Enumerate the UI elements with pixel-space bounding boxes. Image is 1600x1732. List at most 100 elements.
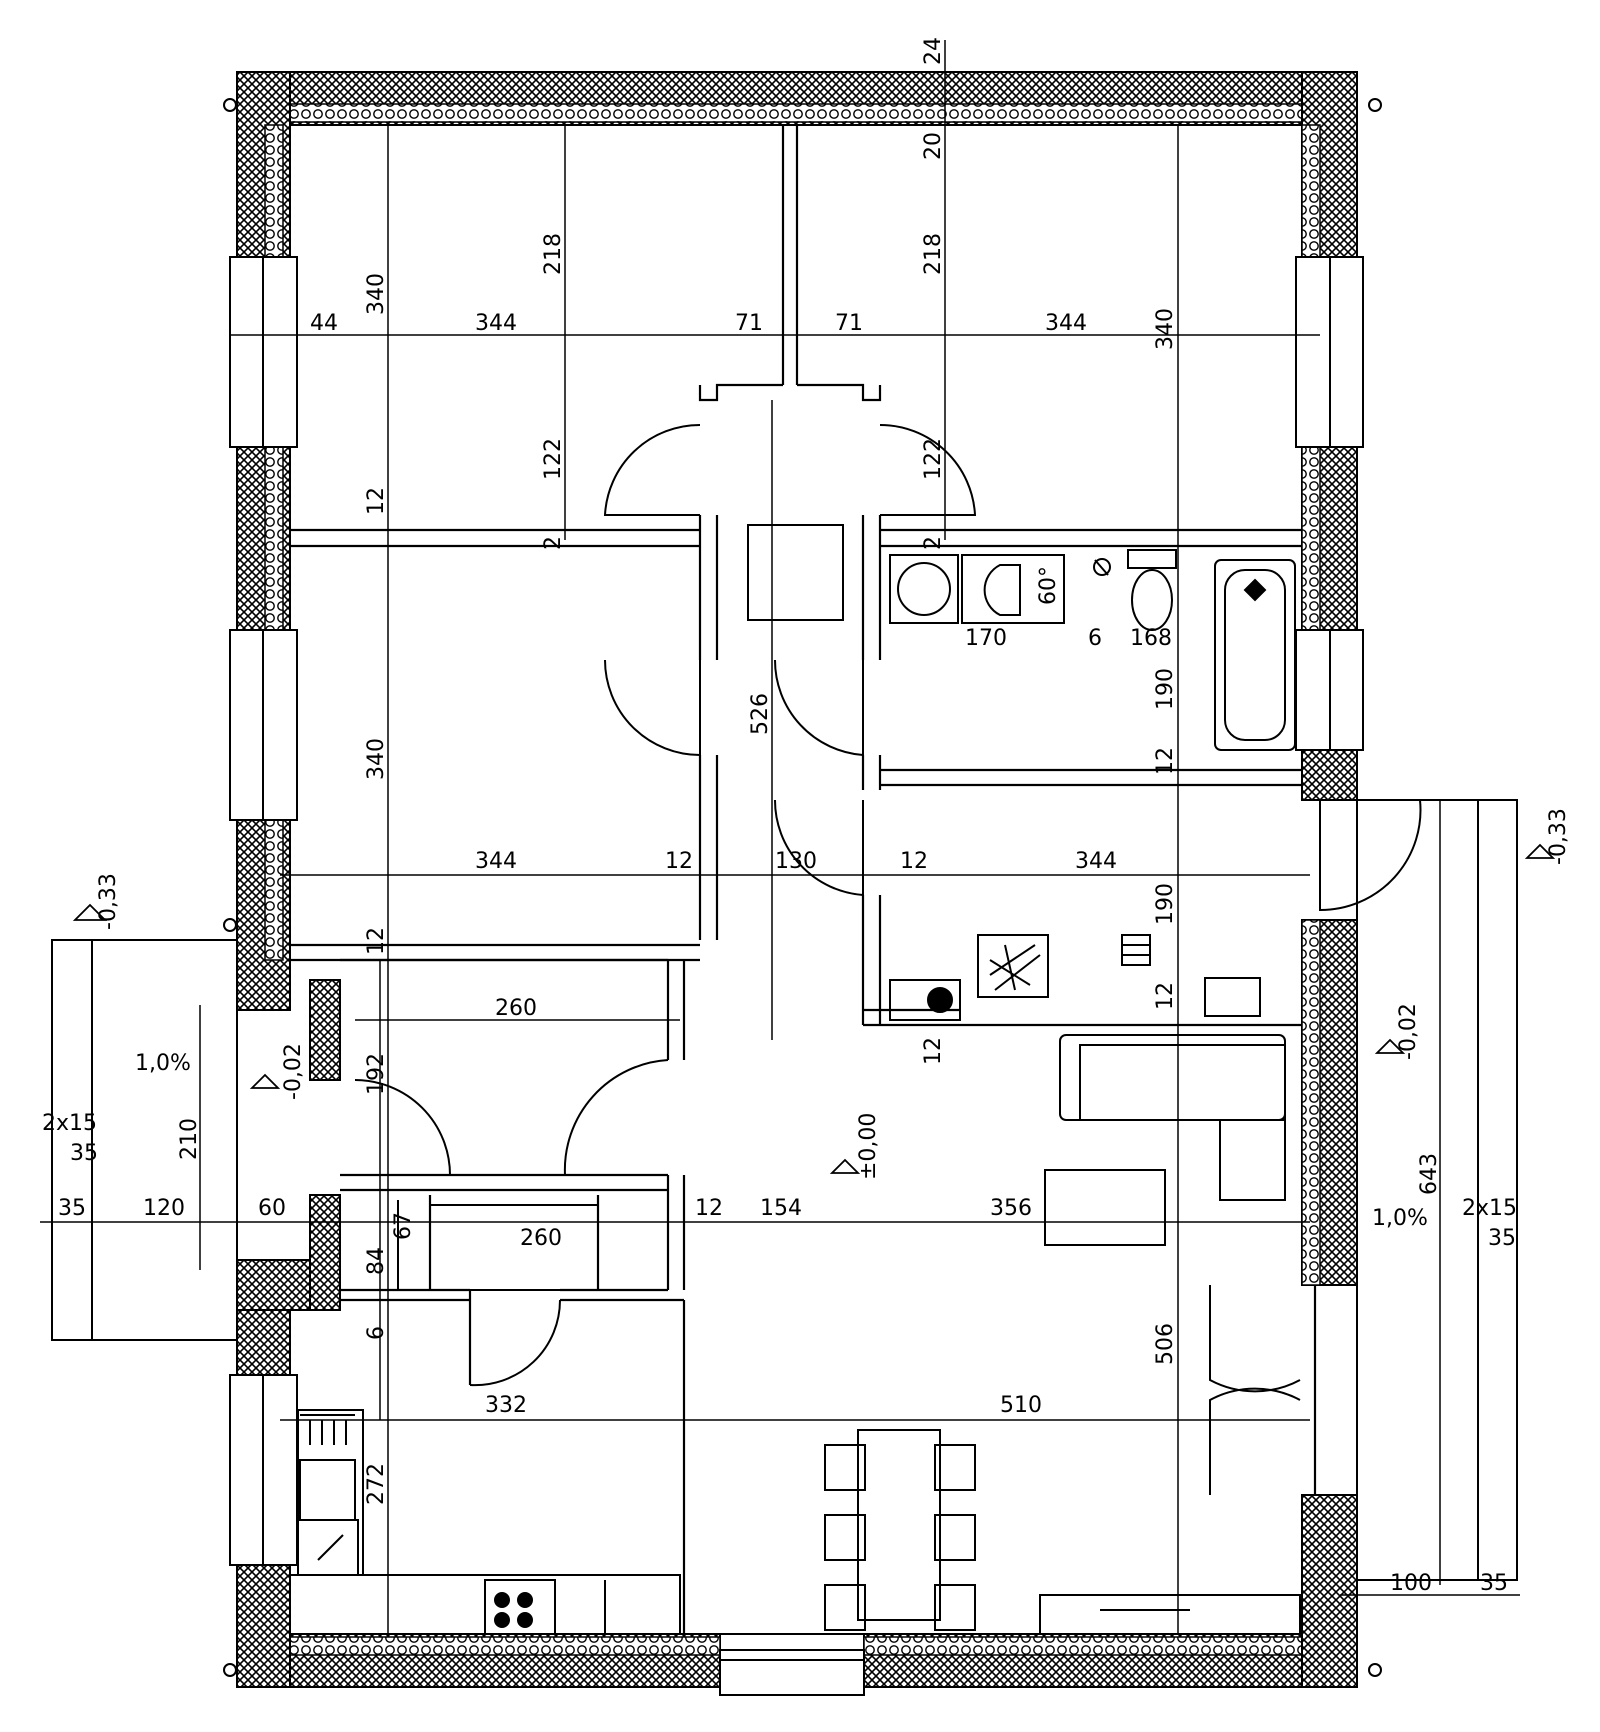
dim-low-35: 35 — [58, 1196, 86, 1221]
dim-v-643: 643 — [1417, 1153, 1442, 1195]
washer-drum-icon — [897, 562, 951, 616]
toilet-bowl — [1131, 569, 1173, 631]
chair-icon — [934, 1444, 976, 1491]
dim-v-84: 84 — [364, 1247, 389, 1275]
dim-v-12-left: 12 — [364, 487, 389, 515]
tv-cabinet — [1039, 1594, 1301, 1635]
doors — [354, 423, 1422, 1495]
stairs-right-count: 2x15 — [1462, 1196, 1517, 1221]
chair-icon — [934, 1514, 976, 1561]
door-entrance-right — [1319, 799, 1422, 912]
chair-icon — [824, 1444, 866, 1491]
dim-v-340-mid: 340 — [364, 738, 389, 780]
door-kitchen-niche — [773, 799, 864, 897]
windows — [229, 256, 1364, 1696]
chair-icon — [934, 1584, 976, 1631]
dim-v-526: 526 — [748, 693, 773, 735]
interior-walls — [290, 125, 1317, 1634]
wardrobe — [429, 1204, 599, 1291]
dimension-labels: 44 344 71 71 344 344 12 130 12 344 260 3… — [42, 37, 1517, 1596]
sink-niche — [1204, 977, 1261, 1017]
dim-v-12-niche: 12 — [921, 1037, 946, 1065]
dim-v-190-bath: 190 — [1153, 668, 1178, 710]
door-mid-left — [604, 659, 701, 757]
dim-bottom-35: 35 — [1480, 1571, 1508, 1596]
dim-low-60: 60 — [258, 1196, 286, 1221]
dim-v-122-left: 122 — [541, 438, 566, 480]
floor-grate-icon — [1121, 934, 1151, 966]
dimension-lines — [40, 40, 1520, 1634]
dim-mid-344-left: 344 — [475, 849, 517, 874]
door-entrance-bottom-2 — [1209, 1387, 1301, 1495]
dim-mid-12-a: 12 — [665, 849, 693, 874]
coffee-table — [1044, 1169, 1166, 1246]
dim-v-122-right: 122 — [921, 438, 946, 480]
exterior — [51, 98, 1518, 1677]
dim-box-260: 260 — [520, 1226, 562, 1251]
dim-v-24: 24 — [921, 37, 946, 65]
door-hall-left — [354, 1079, 452, 1176]
stairs-left-depth: 35 — [70, 1141, 98, 1166]
dim-v-20: 20 — [921, 132, 946, 160]
dim-hall-260: 260 — [495, 996, 537, 1021]
dim-v-6: 6 — [364, 1326, 389, 1340]
slope-right: 1,0% — [1372, 1206, 1428, 1231]
dim-kitchen-332: 332 — [485, 1393, 527, 1418]
outer-walls — [236, 71, 1358, 1688]
level-right-inner: -0,02 — [1396, 1003, 1421, 1060]
chair-icon — [824, 1584, 866, 1631]
dim-mid-344-right: 344 — [1075, 849, 1117, 874]
dim-v-340-top: 340 — [364, 273, 389, 315]
dining-table — [857, 1429, 941, 1621]
dim-v-272: 272 — [364, 1463, 389, 1505]
shaft-block — [747, 524, 844, 621]
door-top-right — [879, 423, 977, 516]
washer — [889, 554, 959, 624]
dim-top-71-right: 71 — [835, 311, 863, 336]
dim-top-344-left: 344 — [475, 311, 517, 336]
dim-v-192: 192 — [364, 1053, 389, 1095]
door-hall-mid — [563, 1059, 669, 1176]
dim-low-12: 12 — [695, 1196, 723, 1221]
level-right-outer: -0,33 — [1546, 808, 1571, 865]
boiler — [977, 934, 1049, 998]
dim-v-340-right: 340 — [1153, 308, 1178, 350]
dim-low-356: 356 — [990, 1196, 1032, 1221]
level-marks: -0,33 -0,02 ±0,00 -0,33 -0,02 1,0% 1,0% — [72, 808, 1571, 1231]
dim-v-210: 210 — [177, 1118, 202, 1160]
left-terrace — [51, 939, 238, 1341]
dim-v-12-mid: 12 — [364, 927, 389, 955]
stairs-right-depth: 35 — [1488, 1226, 1516, 1251]
door-closet — [469, 1299, 562, 1387]
dim-top-71-left: 71 — [735, 311, 763, 336]
chair-icon — [824, 1514, 866, 1561]
dim-bath-168: 168 — [1130, 626, 1172, 651]
stairs-left-count: 2x15 — [42, 1111, 97, 1136]
toilet-cistern — [1127, 549, 1177, 569]
dim-low-120: 120 — [143, 1196, 185, 1221]
kitchen-sink — [299, 1459, 356, 1521]
kitchen-counter-left — [297, 1409, 364, 1576]
dim-low-154: 154 — [760, 1196, 802, 1221]
dim-v-2-right: 2 — [921, 536, 946, 550]
dim-bath-170: 170 — [965, 626, 1007, 651]
stove-small — [889, 979, 961, 1021]
cooktop — [484, 1579, 556, 1635]
sofa — [1059, 1034, 1286, 1121]
door-mid-right — [773, 659, 864, 757]
door-top-left — [603, 423, 701, 516]
window-bottom — [719, 1649, 865, 1696]
dim-mid-130: 130 — [775, 849, 817, 874]
dim-v-12-kitchen: 12 — [1153, 982, 1178, 1010]
dim-v-190-kitchen: 190 — [1153, 883, 1178, 925]
right-terrace — [1356, 799, 1518, 1581]
dim-kitchen-510: 510 — [1000, 1393, 1042, 1418]
sofa-chaise — [1219, 1119, 1286, 1201]
bathtub — [1214, 559, 1296, 751]
dishwasher — [297, 1519, 359, 1576]
slope-left: 1,0% — [135, 1051, 191, 1076]
washbasin — [961, 554, 1065, 624]
dim-v-506: 506 — [1153, 1323, 1178, 1365]
dim-top-44: 44 — [310, 311, 338, 336]
